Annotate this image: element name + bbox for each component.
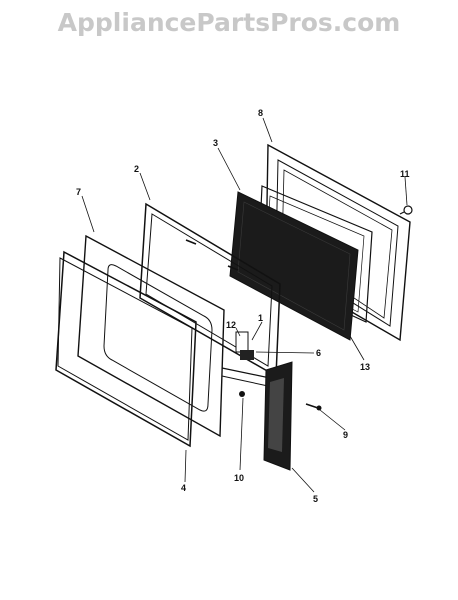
part-12-hinge	[221, 331, 271, 387]
callout-13: 13	[360, 362, 370, 372]
callout-8: 8	[258, 108, 263, 118]
callout-1: 1	[258, 313, 263, 323]
part-4-outer-door	[55, 250, 197, 448]
callout-3: 3	[213, 138, 218, 148]
callout-10: 10	[234, 473, 244, 483]
part-7-inner-door	[77, 234, 225, 438]
part-11-screw	[399, 205, 413, 215]
callout-6: 6	[316, 348, 321, 358]
part-9-screw	[305, 403, 322, 411]
part-5-channel	[263, 361, 293, 471]
part-10-screw	[239, 391, 245, 397]
callout-2: 2	[134, 164, 139, 174]
callout-4: 4	[181, 483, 186, 493]
callout-7: 7	[76, 187, 81, 197]
callout-numbers: 8 11 3 2 7 1 12 6 13 9 10 4 5	[76, 108, 410, 504]
callout-9: 9	[343, 430, 348, 440]
leader-lines	[81, 117, 408, 493]
callout-5: 5	[313, 494, 318, 504]
part-3-insulation	[229, 191, 359, 341]
watermark: AppliancePartsPros.com	[57, 8, 401, 37]
callout-11: 11	[400, 169, 410, 179]
callout-12: 12	[226, 320, 236, 330]
